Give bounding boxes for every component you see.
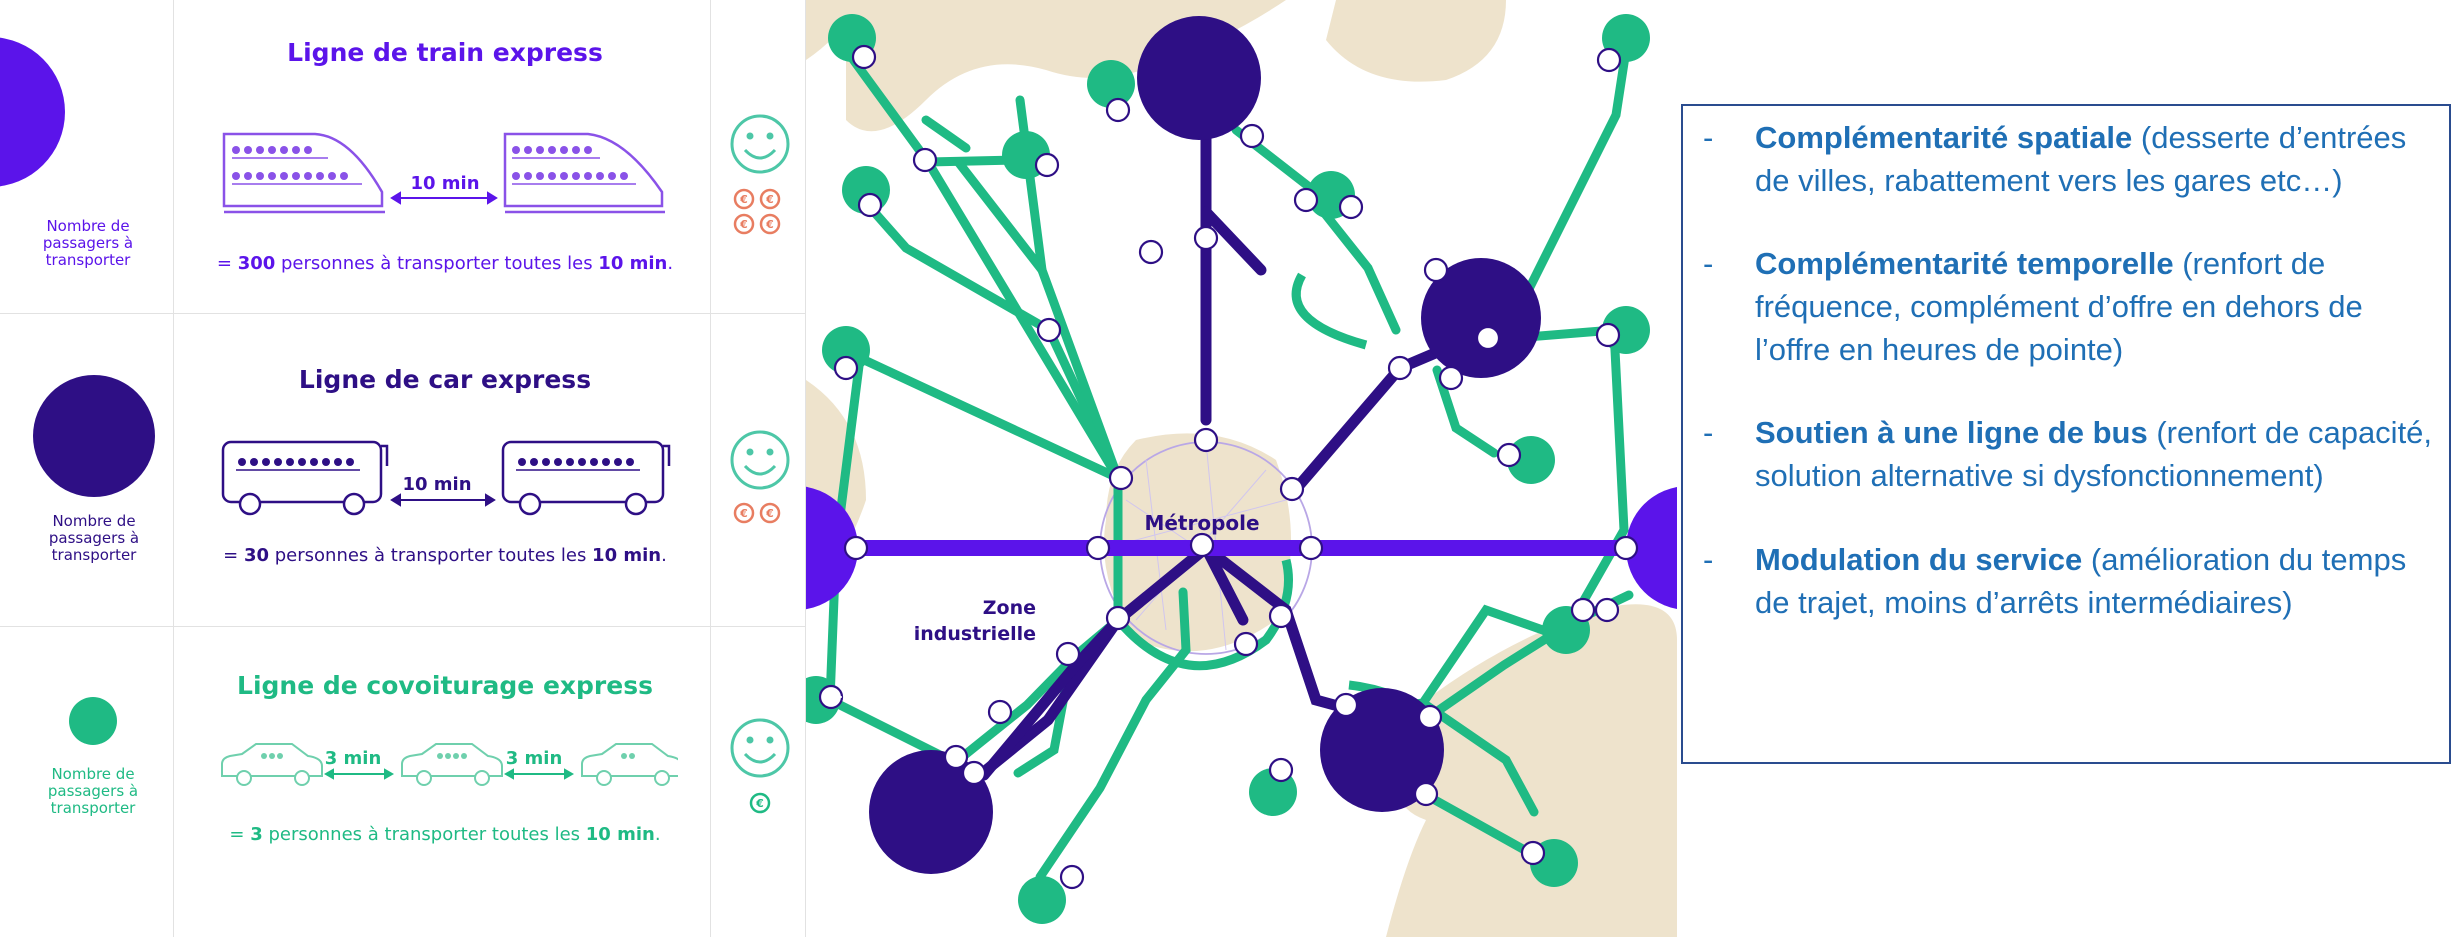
passenger-label: Nombre de passagers à transporter <box>47 765 139 817</box>
bus-hub <box>1137 16 1261 140</box>
desc-count: 30 <box>243 545 270 566</box>
mode-comparison-panel: Nombre de passagers à transporter Ligne … <box>0 0 806 937</box>
svg-text:€: € <box>739 507 748 520</box>
svg-text:€: € <box>765 218 774 231</box>
row-description: = 30 personnes à transporter toutes les … <box>175 545 715 566</box>
metropole-label: Métropole <box>1144 511 1259 535</box>
bullet-text: (amélioration du temps de trajet, moins … <box>1755 542 2407 620</box>
interval-label: 3 min <box>505 748 563 769</box>
desc-text: personnes à transporter toutes les <box>275 253 599 274</box>
bus-hub <box>869 750 993 874</box>
svg-text:€: € <box>765 193 774 206</box>
interval-label: 10 min <box>410 173 480 194</box>
benefits-box: - Complémentarité spatiale (desserte d’e… <box>1681 104 2451 764</box>
passenger-volume-circle <box>33 375 155 497</box>
interval-label: 10 min <box>402 474 472 495</box>
passenger-volume-circle <box>69 697 117 745</box>
bullet-dash: - <box>1703 120 1714 155</box>
desc-interval: 10 min <box>585 824 655 845</box>
bus-icon <box>221 440 671 516</box>
desc-text: personnes à transporter toutes les <box>269 545 593 566</box>
bullet-dash: - <box>1703 246 1714 281</box>
bullet-dash: - <box>1703 542 1714 577</box>
row-title: Ligne de train express <box>287 38 603 67</box>
desc-text: personnes à transporter toutes les <box>262 824 586 845</box>
row-description: = 300 personnes à transporter toutes les… <box>175 253 715 274</box>
grid-divider <box>0 626 806 627</box>
euro-cost-icon: € € € € <box>733 188 781 235</box>
svg-text:€: € <box>755 797 764 810</box>
smiley-icon <box>730 114 790 174</box>
row-title: Ligne de car express <box>298 365 592 394</box>
zone-label: industrielle <box>914 623 1036 645</box>
smiley-icon <box>730 430 790 490</box>
zone-label: Zone <box>983 597 1036 619</box>
car-icon <box>221 743 678 786</box>
svg-text:€: € <box>765 507 774 520</box>
desc-count: 3 <box>250 824 263 845</box>
passenger-label: Nombre de passagers à transporter <box>48 512 140 564</box>
svg-text:€: € <box>739 218 748 231</box>
desc-text: = <box>216 253 238 274</box>
bullet-heading: Soutien à une ligne de bus <box>1755 415 2148 450</box>
train-line <box>806 486 1677 610</box>
desc-text: = <box>223 545 244 566</box>
bullet-text: (desserte d’entrées de villes, rabatteme… <box>1755 120 2407 198</box>
desc-interval: 10 min <box>598 253 668 274</box>
network-diagram: Métropole Zone industrielle <box>806 0 1677 937</box>
desc-interval: 10 min <box>592 545 662 566</box>
passenger-label: Nombre de passagers à transporter <box>42 217 134 269</box>
bus-hub <box>1320 688 1444 812</box>
grid-divider <box>710 0 711 937</box>
bullet-dash: - <box>1703 415 1714 450</box>
row-description: = 3 personnes à transporter toutes les 1… <box>175 824 715 845</box>
bullet-text: (renfort de capacité, solution alternati… <box>1755 415 2433 493</box>
bullet-heading: Modulation du service <box>1755 542 2083 577</box>
bullet-text: (renfort de fréquence, complément d’offr… <box>1755 246 2363 367</box>
bullet-heading: Complémentarité spatiale <box>1755 120 2133 155</box>
interval-label: 3 min <box>324 748 382 769</box>
passenger-volume-circle <box>0 37 65 187</box>
bullet-heading: Complémentarité temporelle <box>1755 246 2174 281</box>
desc-count: 300 <box>237 253 276 274</box>
row-title: Ligne de covoiturage express <box>237 671 653 700</box>
desc-text: . <box>667 253 674 274</box>
stations <box>818 44 1639 890</box>
grid-divider <box>0 313 806 314</box>
desc-text: . <box>654 824 661 845</box>
desc-text: . <box>661 545 667 566</box>
train-icon <box>222 132 665 214</box>
desc-text: = <box>229 824 251 845</box>
grid-divider <box>805 0 806 937</box>
svg-text:€: € <box>739 193 748 206</box>
network-map: Métropole Zone industrielle <box>806 0 1677 937</box>
grid-divider <box>173 0 174 937</box>
euro-cost-icon: €€ <box>733 502 781 524</box>
smiley-icon: € <box>730 718 790 814</box>
bus-hub <box>1421 258 1541 378</box>
